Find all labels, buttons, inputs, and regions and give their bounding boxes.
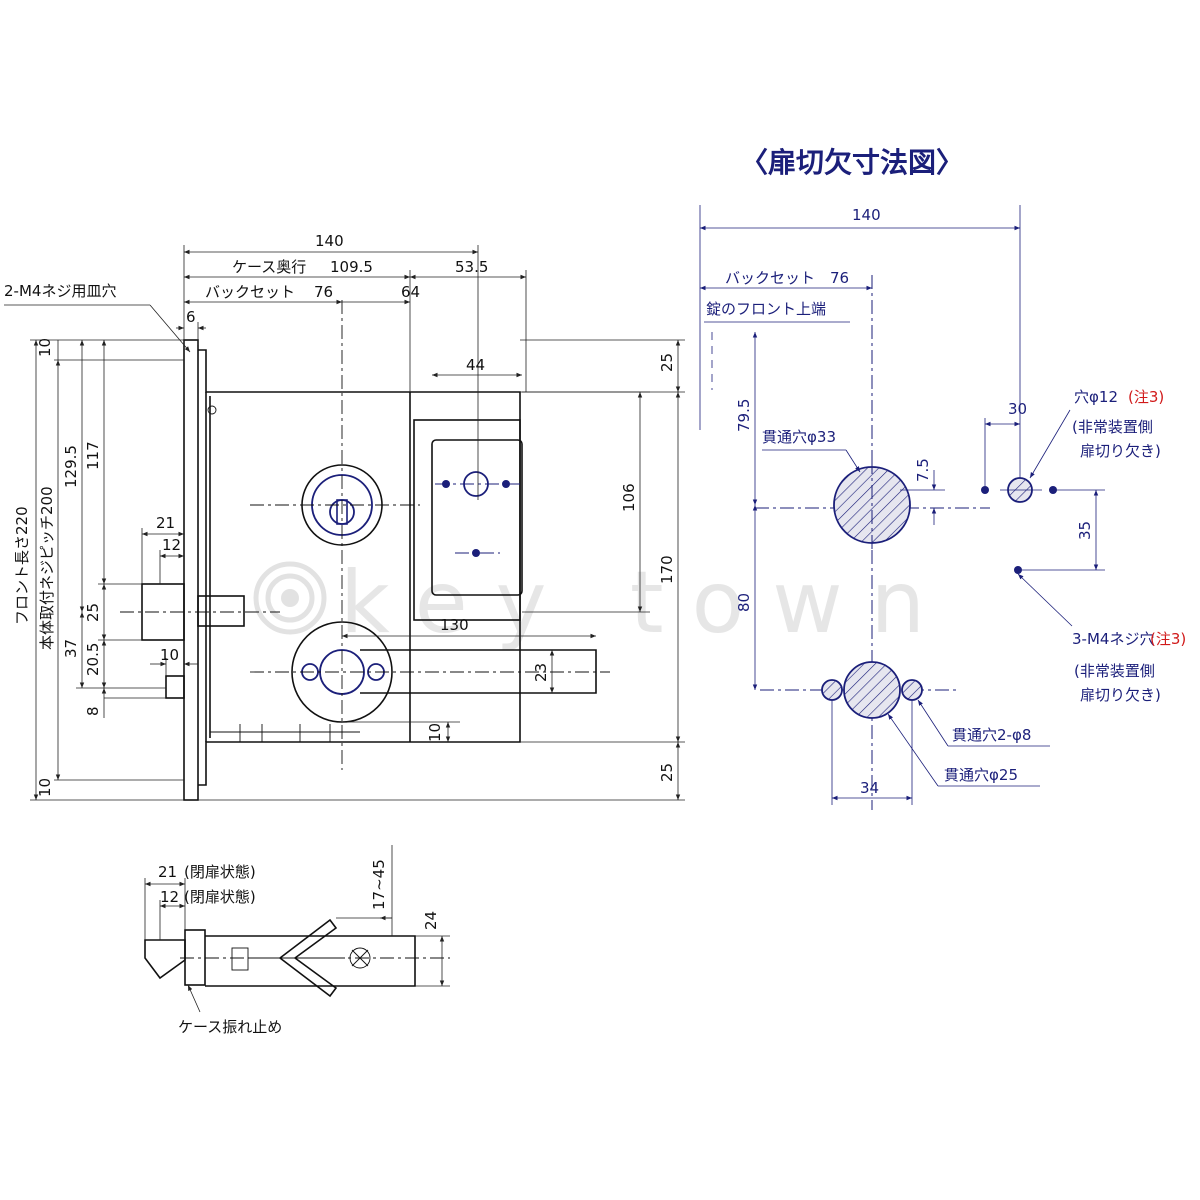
dim-129-5: 129.5: [62, 445, 80, 488]
case-stopper-label: ケース振れ止め: [178, 1018, 282, 1036]
plan-view-dimensions: 21 (閉扉状態) 12 (閉扉状態) 17~45 24 ケース振れ止め: [144, 845, 450, 1036]
watermark: key town: [253, 553, 925, 653]
dim-23: 23: [532, 663, 550, 682]
cutout-dim-30: 30: [1008, 400, 1027, 418]
dim-37: 37: [62, 639, 80, 658]
door-cutout-view: 〈扉切欠寸法図〉 140 バックセット 76 錠のフロント上端 79.5 貫通穴…: [699, 146, 1186, 810]
dim-53-5: 53.5: [455, 258, 488, 276]
cutout-dim-79-5: 79.5: [735, 399, 753, 432]
backset-label: バックセット: [205, 283, 295, 301]
through-hole-8-left: [821, 679, 843, 701]
front-length-label: フロント長さ220: [13, 506, 31, 625]
plan-dim-21: 21: [158, 863, 177, 881]
door-cutout-1: 扉切り欠き): [1080, 442, 1161, 460]
cutout-dim-34: 34: [860, 779, 879, 797]
dim-20-5: 20.5: [84, 643, 102, 676]
dim-12: 12: [162, 536, 181, 554]
dim-10-bottom: 10: [36, 778, 54, 797]
dim-10-under: 10: [426, 723, 444, 742]
cutout-dim-80: 80: [735, 593, 753, 612]
hole-12-label: 穴φ12: [1074, 388, 1118, 406]
m4-holes-label: 3-M4ネジ穴: [1072, 630, 1154, 648]
plan-dim-12: 12: [160, 888, 179, 906]
dim-106: 106: [620, 483, 638, 512]
dim-25-latch: 25: [84, 603, 102, 622]
through-25-label: 貫通穴φ25: [944, 766, 1018, 784]
dim-44: 44: [466, 356, 485, 374]
dim-130: 130: [440, 616, 469, 634]
note3-a: (注3): [1128, 388, 1164, 406]
cutout-title: 〈扉切欠寸法図〉: [740, 146, 964, 179]
closed-state-2: (閉扉状態): [184, 888, 256, 906]
dim-25-bottom: 25: [658, 763, 676, 782]
dim-64: 64: [401, 283, 420, 301]
dim-6: 6: [186, 308, 196, 326]
through-hole-25: [843, 661, 901, 719]
dim-8: 8: [84, 706, 102, 716]
lock-front-top-label: 錠のフロント上端: [706, 300, 826, 318]
dim-109-5: 109.5: [330, 258, 373, 276]
dim-25-top: 25: [658, 353, 676, 372]
cutout-dim-7-5: 7.5: [914, 458, 932, 482]
dim-140: 140: [315, 232, 344, 250]
through-33-label: 貫通穴φ33: [762, 428, 836, 446]
dim-76: 76: [314, 283, 333, 301]
door-cutout-2: 扉切り欠き): [1080, 686, 1161, 704]
plan-dim-24: 24: [422, 911, 440, 930]
lock-plan-view: [144, 918, 450, 998]
dim-21: 21: [156, 514, 175, 532]
cutout-dim-140: 140: [852, 206, 881, 224]
case-depth-label: ケース奥行: [232, 258, 306, 276]
cutout-backset-label: バックセット: [725, 269, 815, 287]
cutout-dim-35: 35: [1076, 521, 1094, 540]
front-view-dimensions: 140 ケース奥行 109.5 53.5 バックセット 76 64 6 44 2…: [4, 232, 685, 801]
dim-10-deadbolt: 10: [160, 646, 179, 664]
dim-10-top: 10: [36, 338, 54, 357]
lock-front-view: [120, 300, 610, 801]
closed-state-1: (閉扉状態): [184, 863, 256, 881]
plan-dim-17-45: 17~45: [370, 859, 388, 910]
through-hole-8-right: [901, 679, 923, 701]
emergency-side-2: (非常装置側: [1074, 662, 1155, 680]
cutout-dim-76: 76: [830, 269, 849, 287]
note3-b: (注3): [1150, 630, 1186, 648]
dim-117: 117: [84, 441, 102, 470]
through-2-8-label: 貫通穴2-φ8: [952, 726, 1031, 744]
dim-170: 170: [658, 555, 676, 584]
screw-hole-label: 2-M4ネジ用皿穴: [4, 282, 116, 300]
emergency-side-1: (非常装置側: [1072, 418, 1153, 436]
screw-pitch-label: 本体取付ネジピッチ200: [38, 486, 56, 650]
